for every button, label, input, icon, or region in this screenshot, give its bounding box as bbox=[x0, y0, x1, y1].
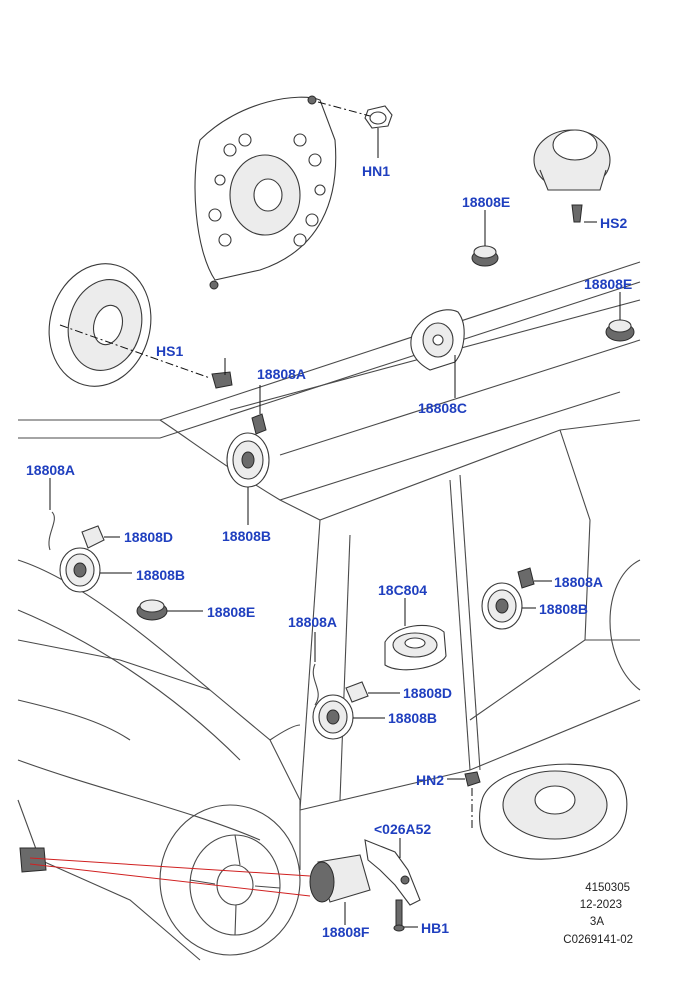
callout-hs1: HS1 bbox=[156, 343, 183, 359]
callout-hb1: HB1 bbox=[421, 920, 449, 936]
info-line-4: C0269141-02 bbox=[563, 934, 633, 946]
callout-18808e-1: 18808E bbox=[462, 194, 510, 210]
callout-18808e-2: 18808E bbox=[584, 276, 632, 292]
horn-speaker bbox=[309, 854, 371, 903]
callout-18808a-3: 18808A bbox=[554, 574, 603, 590]
callout-18808a-4: 18808A bbox=[288, 614, 337, 630]
callout-18808a-1: 18808A bbox=[257, 366, 306, 382]
callout-18808d-2: 18808D bbox=[403, 685, 452, 701]
callout-hn2: HN2 bbox=[416, 772, 444, 788]
info-block: 4150305 12-2023 3A C0269141-02 bbox=[563, 882, 633, 946]
red-reference-line-1 bbox=[29, 857, 311, 877]
bracket bbox=[364, 839, 421, 906]
wire-a2 bbox=[48, 511, 55, 551]
callout-18808b-2: 18808B bbox=[136, 567, 185, 583]
tweeter-d2 bbox=[345, 681, 369, 703]
connector-a1 bbox=[251, 413, 267, 435]
callout-18808b-1: 18808B bbox=[222, 528, 271, 544]
info-line-3: 3A bbox=[590, 916, 604, 928]
screw-hs1 bbox=[211, 371, 233, 389]
hn1-dash-line bbox=[317, 101, 371, 117]
callout-18808e-3: 18808E bbox=[207, 604, 255, 620]
speaker-b2 bbox=[59, 547, 101, 593]
roof-speaker-e1 bbox=[471, 245, 499, 267]
bolt-hb1 bbox=[393, 899, 405, 932]
speaker-b1 bbox=[226, 432, 270, 488]
callout-18808c: 18808C bbox=[418, 400, 467, 416]
callout-18808f: 18808F bbox=[322, 924, 370, 940]
speaker-b3 bbox=[481, 582, 523, 630]
left-round-speaker bbox=[48, 263, 152, 387]
info-line-2: 12-2023 bbox=[580, 899, 622, 911]
hs1-dash-line bbox=[59, 324, 211, 379]
callout-18808d-1: 18808D bbox=[124, 529, 173, 545]
console-speaker bbox=[384, 624, 447, 671]
front-sensor bbox=[19, 847, 47, 873]
callout-18c804: 18C804 bbox=[378, 582, 427, 598]
callout-026a52: <026A52 bbox=[374, 821, 431, 837]
wire-a4 bbox=[312, 663, 319, 706]
callout-hn1: HN1 bbox=[362, 163, 390, 179]
red-reference-line-2 bbox=[29, 863, 311, 897]
nut-hn1 bbox=[364, 105, 393, 129]
info-line-1: 4150305 bbox=[585, 882, 630, 894]
roof-speaker-e2 bbox=[605, 319, 635, 342]
oval-speaker bbox=[479, 763, 628, 860]
callout-18808b-3: 18808B bbox=[539, 601, 588, 617]
callout-18808b-4: 18808B bbox=[388, 710, 437, 726]
connector-a3 bbox=[517, 567, 535, 589]
roof-mesh-speaker-c bbox=[410, 309, 465, 371]
nut-hn2 bbox=[464, 771, 481, 787]
top-right-tweeter bbox=[533, 129, 611, 223]
speaker-e3 bbox=[136, 599, 168, 621]
vehicle-outline bbox=[17, 261, 641, 961]
speaker-b4 bbox=[312, 694, 354, 740]
top-mesh-speaker bbox=[194, 95, 337, 290]
callout-18808a-2: 18808A bbox=[26, 462, 75, 478]
callout-hs2: HS2 bbox=[600, 215, 627, 231]
tweeter-d1 bbox=[81, 525, 105, 549]
